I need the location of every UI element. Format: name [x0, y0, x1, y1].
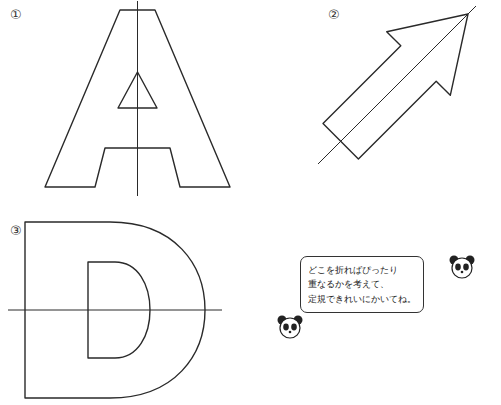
symmetry-axis — [318, 6, 476, 164]
panda-icon — [278, 316, 303, 339]
symmetry-axis — [8, 310, 222, 311]
callout-number: ② — [328, 8, 340, 21]
note-text: どこを折ればぴったり 重なるかを考えて、 定規できれいにかいてね。 — [308, 263, 416, 306]
note-box: どこを折ればぴったり 重なるかを考えて、 定規できれいにかいてね。 — [300, 256, 424, 313]
panda-icon — [450, 256, 475, 279]
symmetry-axis — [137, 1, 138, 196]
callout-number: ① — [10, 8, 22, 21]
callout-number: ③ — [10, 224, 22, 237]
